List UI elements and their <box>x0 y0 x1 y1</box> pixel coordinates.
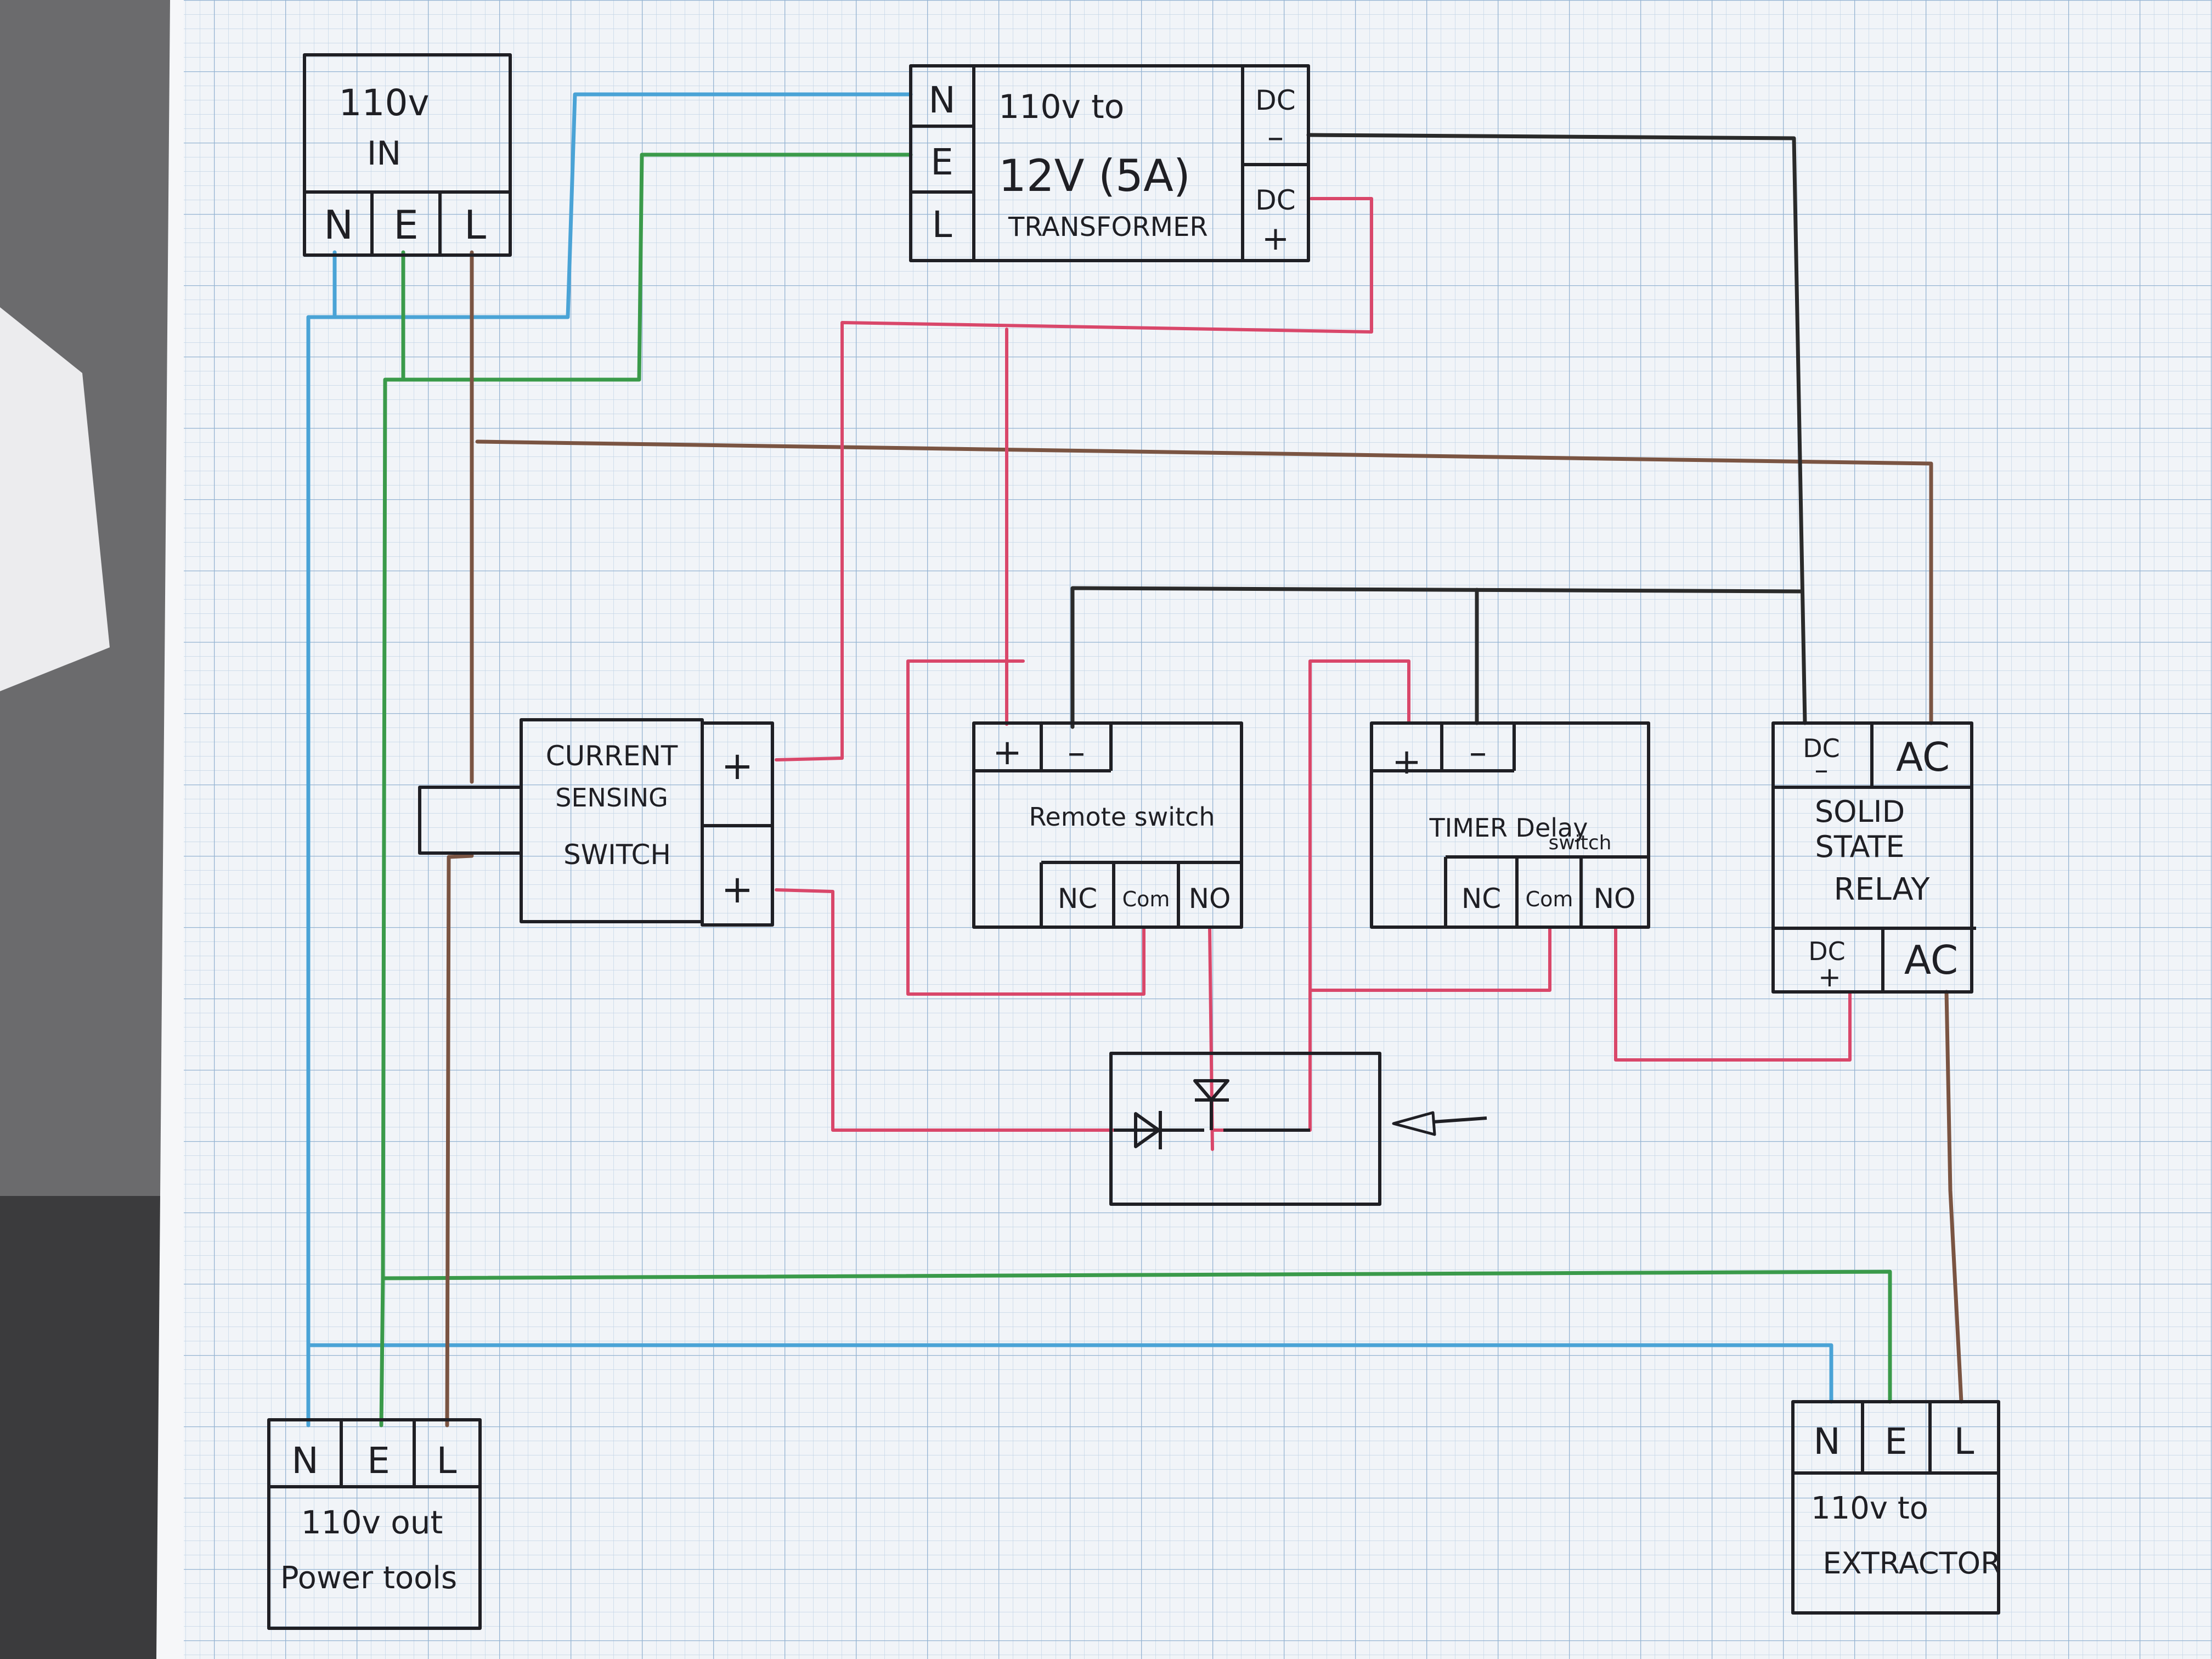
tools-terminal-e: E <box>367 1440 390 1482</box>
box-remote-switch <box>972 721 1243 929</box>
transformer-input-e: E <box>930 141 953 183</box>
wire-dc-timer-no-to-relay <box>1614 926 1852 1062</box>
input-terminal-l: L <box>464 202 486 248</box>
transformer-title-3: TRANSFORMER <box>1008 212 1208 242</box>
stray-paper <box>0 307 110 691</box>
wire-dc-positive-main <box>775 197 1373 761</box>
timer-plus: + <box>1392 742 1421 782</box>
sensor-label-2: SENSING <box>555 783 668 812</box>
box-transformer <box>909 64 1310 262</box>
extractor-label-1: 110v to <box>1811 1491 1928 1526</box>
remote-com: Com <box>1122 887 1170 911</box>
box-current-sensing <box>418 718 774 927</box>
relay-dc-bottom: DC <box>1808 936 1846 966</box>
wire-dc-timer-loop <box>1308 659 1551 992</box>
remote-no: NO <box>1189 883 1231 915</box>
transformer-title-2: 12V (5A) <box>998 150 1190 201</box>
transformer-dc-minus-sign: – <box>1267 118 1284 156</box>
transformer-input-n: N <box>928 79 955 121</box>
wire-dc-negative-bus <box>1070 586 1804 729</box>
wire-live-to-tools <box>445 854 474 1427</box>
wire-live-relay-to-extractor <box>1944 990 1963 1404</box>
remote-minus: – <box>1068 732 1085 773</box>
transformer-input-l: L <box>932 204 952 246</box>
extractor-terminal-e: E <box>1884 1420 1908 1463</box>
tools-label-2: Power tools <box>280 1560 457 1596</box>
wire-earth-to-outputs <box>381 250 1892 1404</box>
wire-live-to-relay <box>475 439 1933 725</box>
sensor-plus-bottom: + <box>721 867 754 912</box>
extractor-terminal-l: L <box>1954 1420 1974 1463</box>
remote-nc: NC <box>1058 883 1097 915</box>
sensor-label-3: SWITCH <box>563 839 671 871</box>
timer-com: Com <box>1526 887 1573 911</box>
input-title-1: 110v <box>338 82 429 124</box>
transformer-dc-plus-label: DC <box>1255 184 1295 216</box>
components <box>267 53 2000 1630</box>
relay-label-1: SOLID <box>1815 794 1905 829</box>
box-110v-to-extractor <box>1791 1400 2000 1615</box>
timer-nc: NC <box>1462 883 1501 915</box>
wire-neutral-to-outputs <box>306 250 1833 1404</box>
tools-terminal-n: N <box>291 1440 318 1482</box>
relay-ac-bottom: AC <box>1904 937 1958 983</box>
remote-label: Remote switch <box>1029 802 1215 832</box>
box-110v-in <box>303 53 512 257</box>
timer-label-2: switch <box>1549 832 1612 854</box>
transformer-title-1: 110v to <box>998 88 1124 126</box>
extractor-label-2: EXTRACTOR <box>1822 1546 2001 1581</box>
labels: 110v IN N E L N E L 110v to 12V (5A) TRA… <box>280 79 2001 1596</box>
relay-dc-top-sign: – <box>1815 754 1829 786</box>
wire-earth-tools-drop <box>379 1276 385 1427</box>
wire-dc-remote-loop <box>906 659 1146 996</box>
sensor-label-1: CURRENT <box>546 740 678 772</box>
input-terminal-n: N <box>324 202 353 248</box>
relay-dc-bottom-sign: + <box>1818 961 1841 993</box>
input-terminal-e: E <box>393 202 419 248</box>
remote-plus: + <box>992 732 1022 773</box>
wire-dc-sensor-to-led <box>775 888 1146 1132</box>
transformer-dc-plus-sign: + <box>1262 219 1289 258</box>
relay-label-3: RELAY <box>1834 872 1931 907</box>
timer-no: NO <box>1594 883 1636 915</box>
box-timer-delay <box>1370 721 1650 929</box>
relay-ac-top: AC <box>1896 734 1950 780</box>
relay-label-2: STATE <box>1815 830 1905 864</box>
input-title-2: IN <box>367 134 402 173</box>
sensor-plus-top: + <box>721 743 754 788</box>
tools-label-1: 110v out <box>301 1504 443 1541</box>
timer-minus: – <box>1469 732 1487 773</box>
box-110v-out-tools <box>267 1418 482 1630</box>
tools-terminal-l: L <box>437 1440 457 1482</box>
wire-dc-negative-main <box>1306 133 1807 725</box>
box-solid-state-relay <box>1771 721 1976 994</box>
timer-label-1: TIMER Delay <box>1429 813 1588 843</box>
transformer-dc-minus-label: DC <box>1255 84 1295 116</box>
extractor-terminal-n: N <box>1813 1420 1840 1463</box>
box-optocoupler <box>1109 1052 1487 1206</box>
relay-dc-top: DC <box>1803 733 1840 763</box>
